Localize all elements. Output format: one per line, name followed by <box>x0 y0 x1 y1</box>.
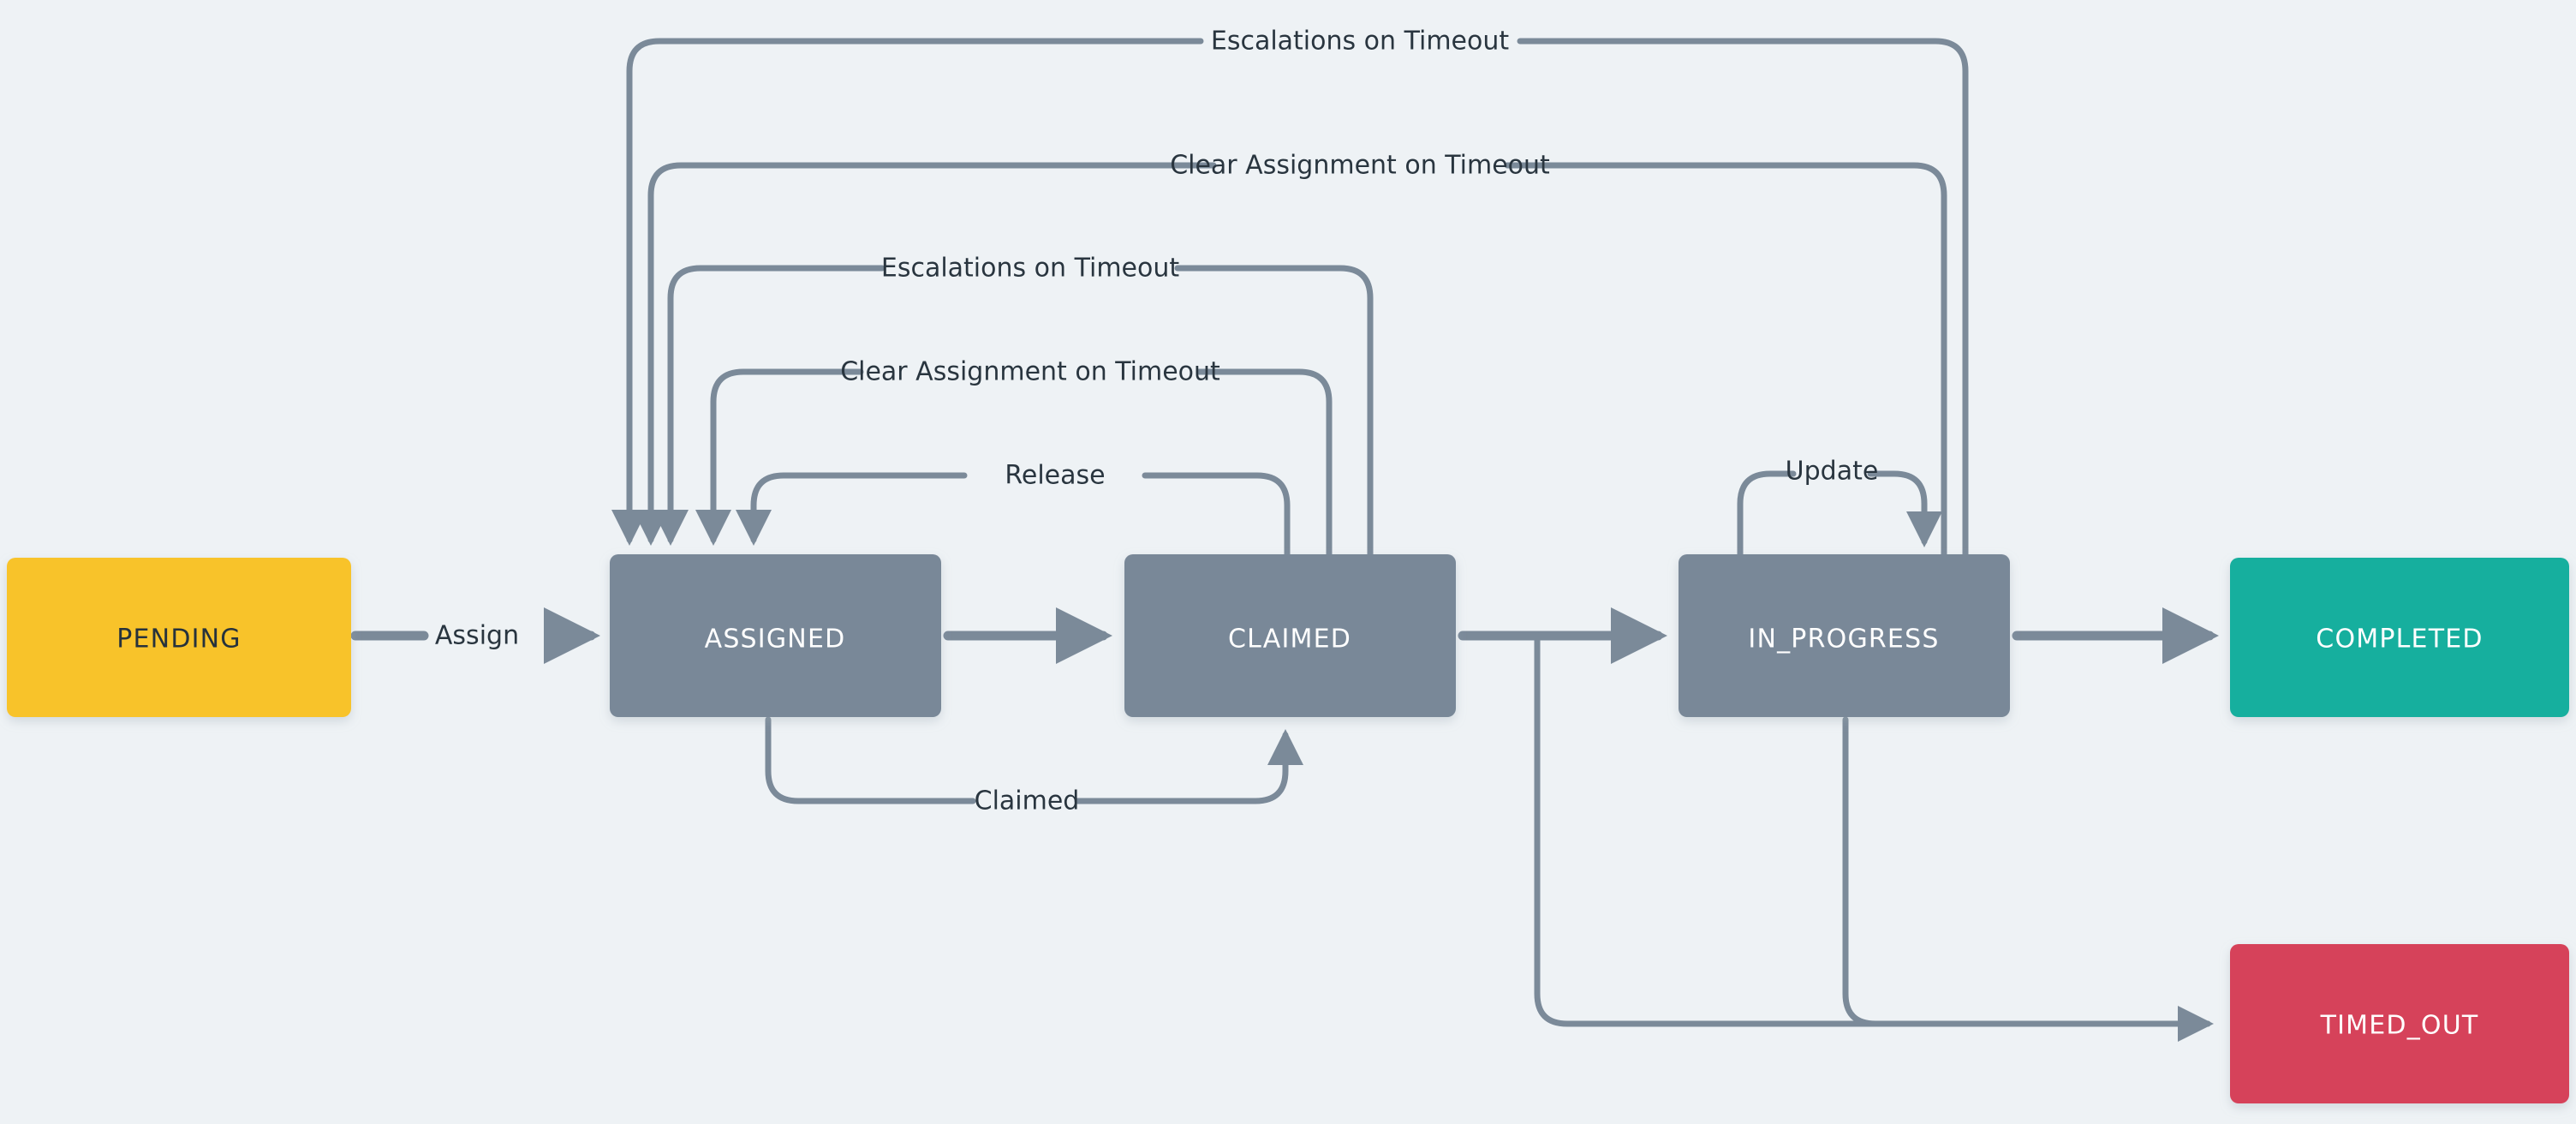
node-completed-rect[interactable] <box>2230 558 2569 717</box>
edge-release: Release <box>736 461 1291 570</box>
edge-label-assign: Assign <box>435 621 519 651</box>
edge-escalations-on-timeout-mid: Escalations on Timeout <box>653 254 1374 570</box>
node-assigned-label: ASSIGNED <box>705 625 846 655</box>
edge-assign: Assign <box>350 607 600 664</box>
edge-label-escalations-top: Escalations on Timeout <box>1211 27 1510 57</box>
node-timed-out[interactable]: TIMED_OUT <box>2230 944 2569 1103</box>
edge-label-release: Release <box>1005 461 1105 491</box>
node-claimed-label: CLAIMED <box>1228 625 1351 655</box>
edge-escalations-on-timeout-top: Escalations on Timeout <box>611 27 1969 570</box>
node-completed[interactable]: COMPLETED <box>2230 558 2569 717</box>
edge-in-progress-to-timed-out <box>1842 716 2211 1027</box>
node-pending-label: PENDING <box>116 625 242 655</box>
edge-claimed-to-timed-out <box>1534 632 2214 1042</box>
node-in-progress-rect[interactable] <box>1679 554 2010 717</box>
edge-label-clear-assignment-mid: Clear Assignment on Timeout <box>840 357 1220 387</box>
node-in-progress[interactable]: IN_PROGRESS <box>1679 554 2010 717</box>
node-timed-out-rect[interactable] <box>2230 944 2569 1103</box>
edge-claimed-loop: Claimed <box>765 716 1303 816</box>
edge-clear-assignment-on-timeout-mid: Clear Assignment on Timeout <box>695 357 1333 570</box>
node-claimed-rect[interactable] <box>1124 554 1456 717</box>
node-timed-out-label: TIMED_OUT <box>2320 1011 2479 1041</box>
node-assigned-rect[interactable] <box>610 554 941 717</box>
edge-clear-assignment-on-timeout-top: Clear Assignment on Timeout <box>633 151 1947 570</box>
edge-label-escalations-mid: Escalations on Timeout <box>881 254 1180 284</box>
edge-label-clear-assignment-top: Clear Assignment on Timeout <box>1170 151 1550 181</box>
edge-update-self-loop: Update <box>1737 457 1942 570</box>
edge-label-update: Update <box>1786 457 1879 487</box>
node-assigned[interactable]: ASSIGNED <box>610 554 941 717</box>
node-completed-label: COMPLETED <box>2316 625 2483 655</box>
node-pending-rect[interactable] <box>7 558 351 717</box>
node-in-progress-label: IN_PROGRESS <box>1748 625 1939 655</box>
node-claimed[interactable]: CLAIMED <box>1124 554 1456 717</box>
edge-label-claimed: Claimed <box>975 786 1080 816</box>
node-pending[interactable]: PENDING <box>7 558 351 717</box>
